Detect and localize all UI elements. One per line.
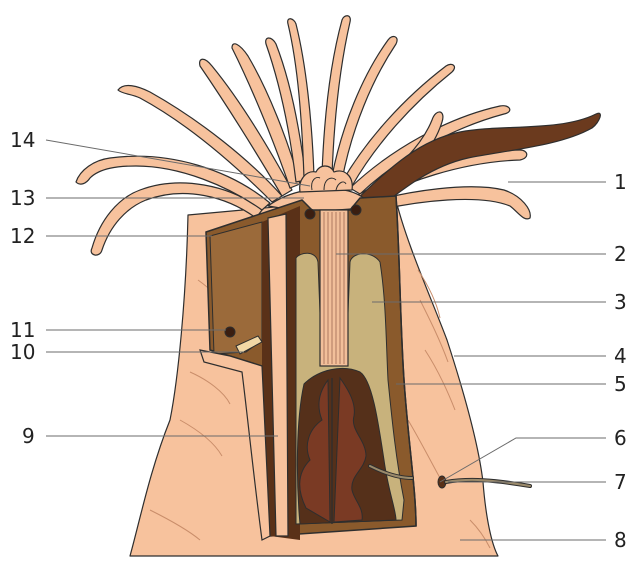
callout-10: 10 <box>10 340 35 364</box>
callout-4: 4 <box>614 344 627 368</box>
body-wall-left-face <box>210 222 262 354</box>
callout-14: 14 <box>10 128 35 152</box>
callout-7: 7 <box>614 470 627 494</box>
callout-2: 2 <box>614 242 627 266</box>
callout-1: 1 <box>614 170 627 194</box>
callout-3: 3 <box>614 290 627 314</box>
callout-11: 11 <box>10 318 35 342</box>
callout-9: 9 <box>22 424 35 448</box>
callout-6: 6 <box>614 426 627 450</box>
callout-5: 5 <box>614 372 627 396</box>
gonad <box>225 327 235 337</box>
siphonoglyph-right <box>351 205 361 215</box>
siphonoglyph-left <box>305 209 315 219</box>
callout-12: 12 <box>10 224 35 248</box>
callout-13: 13 <box>10 186 35 210</box>
callout-8: 8 <box>614 528 627 552</box>
